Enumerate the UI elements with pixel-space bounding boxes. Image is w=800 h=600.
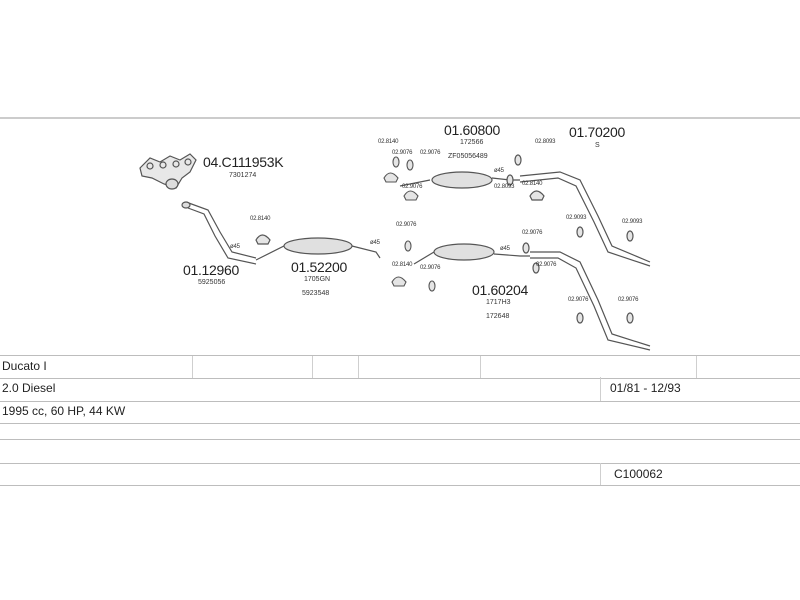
clamp-label: 02.8093: [535, 139, 556, 145]
vehicle-engine: 2.0 Diesel: [2, 381, 56, 395]
upper-clamps-icon: [383, 156, 419, 201]
clamp-label: 02.9076: [618, 297, 639, 303]
divider: [192, 356, 193, 378]
front-pipe-icon: [181, 201, 257, 265]
clamp-label: 02.9076: [568, 297, 589, 303]
diameter-label: ø45: [500, 246, 510, 252]
lower-rear-silencer-icon: [413, 242, 540, 274]
clamp-label: 02.9076: [536, 262, 557, 268]
clamp-label: 02.8140: [522, 181, 543, 187]
clamp-label: 02.8093: [494, 184, 515, 190]
lower-rear-silencer-ref2: 172648: [486, 313, 510, 320]
manifold-ref: 7301274: [229, 172, 257, 179]
upper-tail-pipe-ref: S: [595, 142, 600, 149]
diameter-label: ø45: [494, 168, 504, 174]
clamp-label: 02.9093: [566, 215, 587, 221]
clamp-label: 02.9076: [522, 230, 543, 236]
diameter-label: ø45: [230, 244, 240, 250]
divider: [600, 377, 601, 401]
clamp-label: 02.8140: [250, 216, 271, 222]
table-row: C100062: [0, 463, 800, 486]
divider: [358, 356, 359, 378]
front-pipe-ref: 5925056: [198, 279, 226, 286]
table-row: [0, 439, 800, 464]
front-pipe-part-number: 01.12960: [183, 262, 239, 278]
middle-silencer-part-number: 01.52200: [291, 259, 347, 275]
middle-silencer-icon: [255, 237, 381, 261]
lower-tail-pipe-icon: [530, 251, 651, 351]
clamp-label: 02.9093: [622, 219, 643, 225]
clamp-label: 02.8140: [392, 262, 413, 268]
divider: [600, 463, 601, 485]
diagram-drawing: [0, 117, 800, 351]
clamp-icon: [255, 234, 271, 245]
divider: [696, 356, 697, 378]
vehicle-specs: 1995 cc, 60 HP, 44 KW: [2, 404, 126, 418]
lower-rear-silencer-part-number: 01.60204: [472, 282, 528, 298]
upper-rear-silencer-ref2: ZF05056489: [448, 153, 488, 160]
upper-rear-silencer-part-number: 01.60800: [444, 122, 500, 138]
diameter-label: ø45: [370, 240, 380, 246]
clamp-label: 02.9076: [402, 184, 423, 190]
catalog-code: C100062: [614, 467, 663, 481]
table-row: [0, 423, 800, 440]
middle-silencer-ref1: 1705GN: [304, 276, 331, 283]
divider: [312, 356, 313, 378]
vehicle-years: 01/81 - 12/93: [610, 381, 681, 395]
upper-tail-pipe-icon: [519, 171, 651, 267]
lower-clamps-icon: [391, 240, 436, 292]
exhaust-system-diagram: 04.C111953K 7301274 01.12960 5925056 01.…: [0, 117, 800, 351]
table-row: Ducato I: [0, 355, 800, 379]
vehicle-model: Ducato I: [2, 359, 47, 373]
clamp-label: 02.9076: [392, 150, 413, 156]
upper-rear-silencer-icon: [399, 154, 522, 189]
divider: [480, 356, 481, 378]
upper-tail-pipe-part-number: 01.70200: [569, 124, 625, 140]
clamp-label: 02.9076: [396, 222, 417, 228]
upper-rear-silencer-ref1: 172566: [460, 139, 484, 146]
manifold-part-number: 04.C111953K: [203, 154, 284, 170]
middle-silencer-ref2: 5923548: [302, 290, 330, 297]
lower-rear-silencer-ref1: 1717H3: [486, 299, 511, 306]
clamp-label: 02.9076: [420, 150, 441, 156]
clamp-label: 02.9076: [420, 265, 441, 271]
exhaust-manifold-icon: [139, 153, 197, 190]
table-row: 1995 cc, 60 HP, 44 KW: [0, 401, 800, 424]
clamp-label: 02.8140: [378, 139, 399, 145]
table-row: 2.0 Diesel 01/81 - 12/93: [0, 377, 800, 402]
